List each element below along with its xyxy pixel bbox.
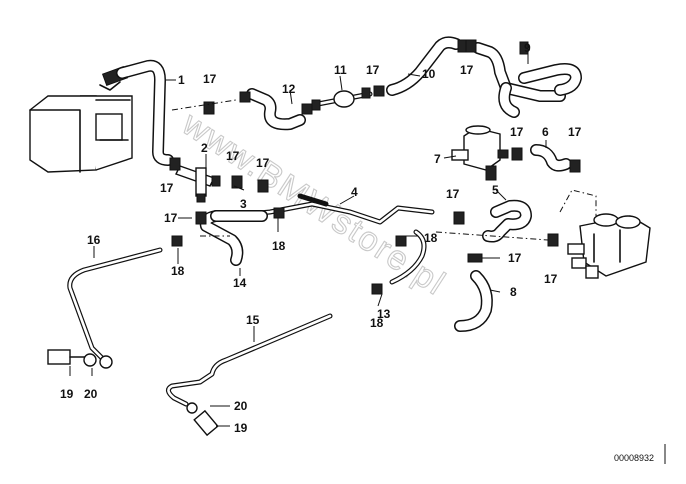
banjo-bolt-19a[interactable] [47,349,97,367]
pipe-16[interactable] [67,247,163,369]
hose-14[interactable] [199,210,268,266]
hose-8[interactable] [454,270,493,332]
leader-lines [69,54,547,427]
callout-18b: 18 [272,239,286,253]
callout-4: 4 [351,185,358,199]
hose-1[interactable] [116,59,174,166]
callout-16: 16 [87,233,101,247]
callout-17l: 17 [544,272,558,286]
t-connector-2[interactable] [169,157,221,203]
valve-11[interactable] [311,87,373,111]
hose-6[interactable] [530,144,572,172]
callout-17c: 17 [460,63,474,77]
callout-6: 6 [542,125,549,139]
callout-3: 3 [240,197,247,211]
callouts: 1 2 3 4 5 6 7 8 9 10 11 12 13 14 15 16 1… [60,41,582,435]
callout-2: 2 [201,141,208,155]
callout-17a: 17 [203,72,217,86]
callout-18a: 18 [171,264,185,278]
callout-14: 14 [233,276,247,290]
callout-17g: 17 [256,156,270,170]
callout-5: 5 [492,183,499,197]
hose-5[interactable] [482,199,532,243]
callout-9: 9 [524,41,531,55]
hose-12[interactable] [246,88,306,131]
callout-20a: 20 [84,387,98,401]
callout-17d: 17 [510,125,524,139]
callout-13: 13 [377,307,391,321]
callout-17i: 17 [164,211,178,225]
callout-8: 8 [510,285,517,299]
pump-7[interactable] [451,125,509,181]
reference-number: 00008932 [614,453,654,463]
banjo-bolt-19b[interactable] [186,402,219,437]
callout-17b: 17 [366,63,380,77]
hose-10[interactable] [386,36,462,96]
routing-lines [171,99,597,241]
callout-17j: 17 [446,187,460,201]
pipe-15[interactable] [166,313,333,407]
callout-1: 1 [178,73,185,87]
callout-7: 7 [434,152,441,166]
callout-18c: 18 [424,231,438,245]
pipe-4[interactable] [223,193,435,285]
callout-18d: 18 [370,316,384,330]
callout-17f: 17 [226,149,240,163]
callout-17k: 17 [508,251,522,265]
callout-19b: 19 [234,421,248,435]
callout-15: 15 [246,313,260,327]
heater-unit[interactable] [29,65,133,173]
callout-11: 11 [334,63,347,77]
valve-block[interactable] [567,213,651,279]
callout-12: 12 [282,82,296,96]
callout-17e: 17 [568,125,582,139]
clamps [171,39,581,295]
callout-17h: 17 [160,181,174,195]
callout-19a: 19 [60,387,74,401]
callout-20b: 20 [234,399,248,413]
callout-10: 10 [422,67,436,81]
y-hose-9[interactable] [472,41,582,118]
